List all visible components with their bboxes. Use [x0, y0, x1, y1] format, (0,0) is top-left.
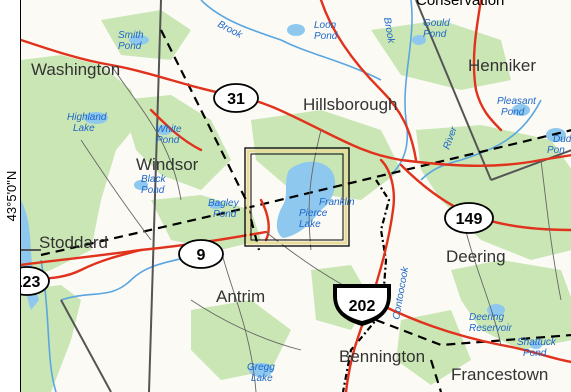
shield-31: 31 — [213, 83, 259, 113]
town-boundaries — [21, 0, 571, 392]
shield-us202: 202 — [333, 284, 391, 326]
minor-roads — [80, 64, 562, 392]
shield-123: 123 — [21, 266, 50, 296]
county-line — [40, 29, 571, 392]
svg-text:31: 31 — [227, 91, 245, 108]
label-hillsborough: Hillsborough — [303, 95, 398, 114]
town-labels: Washington Henniker Hillsborough Windsor… — [31, 56, 548, 384]
header-conservation: Conservation — [416, 0, 504, 9]
label-bennington: Bennington — [339, 347, 425, 366]
study-area-rect[interactable] — [244, 147, 350, 247]
shield-9: 9 — [178, 239, 224, 269]
latitude-label: 43°5'0"N — [4, 170, 19, 222]
svg-text:9: 9 — [197, 247, 206, 264]
label-washington: Washington — [31, 60, 120, 79]
franklin-pierce-lake-shape — [276, 161, 336, 238]
label-stoddard: Stoddard — [39, 233, 108, 252]
label-windsor: Windsor — [136, 155, 199, 174]
label-contoocook: Contoocook — [391, 265, 411, 320]
label-francestown: Francestown — [451, 365, 548, 384]
label-brook-top: Brook — [216, 19, 245, 41]
label-brook-right: Brook — [381, 17, 397, 46]
roads — [21, 0, 571, 392]
shield-149: 149 — [444, 202, 494, 234]
svg-text:123: 123 — [21, 274, 40, 291]
svg-text:149: 149 — [456, 211, 483, 228]
label-henniker: Henniker — [468, 56, 536, 75]
label-antrim: Antrim — [216, 287, 265, 306]
river-boundary — [341, 179, 391, 392]
label-deering: Deering — [446, 247, 506, 266]
latitude-strip: 43°5'0"N — [0, 0, 20, 392]
map-area[interactable]: Conservation 31 9 123 149 202 — [20, 0, 571, 392]
svg-text:202: 202 — [349, 298, 376, 315]
